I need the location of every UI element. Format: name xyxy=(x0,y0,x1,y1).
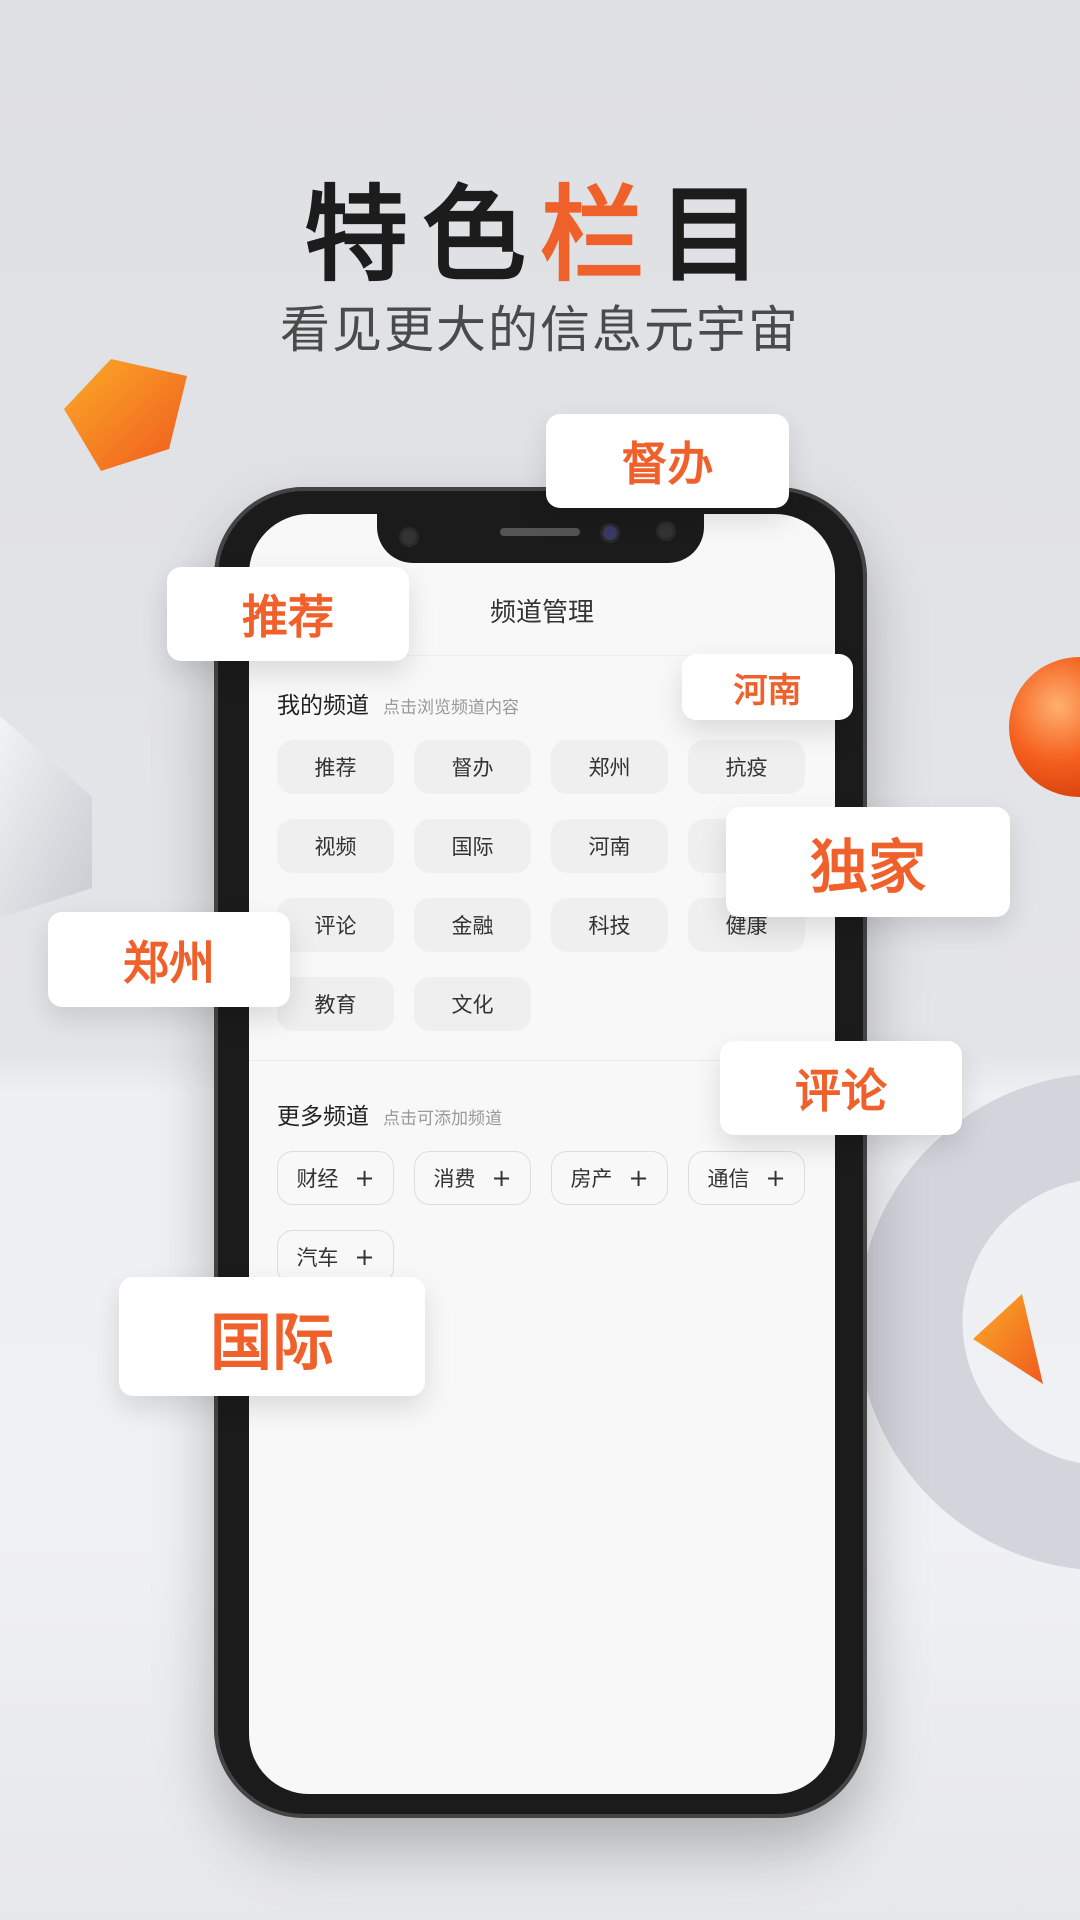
tag-card-pinglun: 评论 xyxy=(720,1041,962,1135)
hero-title: 特色栏目 xyxy=(0,150,1080,301)
more-channels-header: 更多频道点击可添加频道 xyxy=(277,1097,502,1131)
chip-label: 消费 xyxy=(433,1167,476,1191)
channel-chip[interactable]: 河南 xyxy=(551,819,668,873)
chip-label: 房产 xyxy=(570,1167,613,1191)
phone-notch xyxy=(377,510,704,563)
section-title: 我的频道 xyxy=(277,693,369,719)
plus-icon: + xyxy=(354,1164,375,1192)
orange-sphere-decoration xyxy=(1009,657,1080,797)
channel-chip[interactable]: 教育 xyxy=(277,977,394,1031)
page-title: 频道管理 xyxy=(489,598,594,628)
title-highlight: 栏 xyxy=(539,173,658,296)
channel-chip[interactable]: 抗疫 xyxy=(688,740,805,794)
add-channel-chip[interactable]: 通信 + xyxy=(688,1151,805,1205)
header-divider xyxy=(249,655,835,656)
channel-chip[interactable]: 科技 xyxy=(551,898,668,952)
add-channel-chip[interactable]: 汽车 + xyxy=(277,1230,394,1284)
section-hint: 点击浏览频道内容 xyxy=(383,698,519,718)
plus-icon: + xyxy=(628,1164,649,1192)
plus-icon: + xyxy=(765,1164,786,1192)
section-title: 更多频道 xyxy=(277,1104,369,1130)
add-channel-chip[interactable]: 房产 + xyxy=(551,1151,668,1205)
channel-chip[interactable]: 文化 xyxy=(414,977,531,1031)
section-divider xyxy=(249,1060,835,1061)
channel-chip[interactable]: 金融 xyxy=(414,898,531,952)
title-text-end: 目 xyxy=(658,173,777,296)
my-channels-header: 我的频道点击浏览频道内容 xyxy=(277,686,519,720)
tag-card-guoji: 国际 xyxy=(119,1277,425,1396)
tag-card-tuijian: 推荐 xyxy=(167,567,409,661)
camera-icon xyxy=(603,526,617,540)
channel-chip[interactable]: 视频 xyxy=(277,819,394,873)
tag-card-zhengzhou: 郑州 xyxy=(48,912,290,1007)
title-text: 特色 xyxy=(303,173,540,296)
channel-chip[interactable]: 推荐 xyxy=(277,740,394,794)
gray-block-decoration xyxy=(0,716,92,918)
section-hint: 点击可添加频道 xyxy=(383,1109,502,1129)
tag-card-duban: 督办 xyxy=(546,414,789,508)
channel-chip[interactable]: 督办 xyxy=(414,740,531,794)
tag-card-henan: 河南 xyxy=(682,654,853,720)
speaker-icon xyxy=(500,528,580,536)
gray-ring-decoration xyxy=(857,1074,1080,1570)
plus-icon: + xyxy=(354,1243,375,1271)
chip-label: 汽车 xyxy=(296,1246,339,1270)
hero-subtitle: 看见更大的信息元宇宙 xyxy=(280,301,800,359)
camera-icon xyxy=(402,530,416,544)
channel-chip[interactable]: 评论 xyxy=(277,898,394,952)
orange-triangle-decoration xyxy=(973,1294,1043,1384)
chip-label: 通信 xyxy=(707,1167,750,1191)
plus-icon: + xyxy=(491,1164,512,1192)
chip-label: 财经 xyxy=(296,1167,339,1191)
add-channel-chip[interactable]: 财经 + xyxy=(277,1151,394,1205)
channel-chip[interactable]: 国际 xyxy=(414,819,531,873)
channel-chip[interactable]: 郑州 xyxy=(551,740,668,794)
add-channel-chip[interactable]: 消费 + xyxy=(414,1151,531,1205)
tag-card-dujia: 独家 xyxy=(726,807,1010,917)
sensor-icon xyxy=(659,524,673,538)
orange-cube-decoration xyxy=(64,359,187,471)
